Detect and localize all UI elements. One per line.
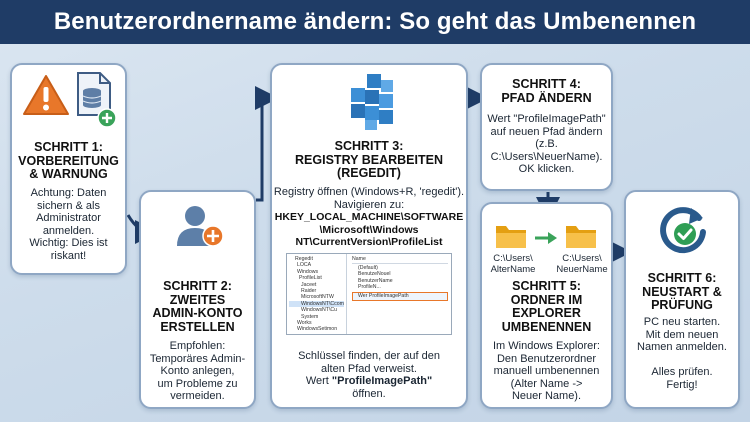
user-add-icon — [177, 206, 224, 247]
regedit-values: Name (Default) BenutzeNouel BenutzerName… — [349, 254, 451, 334]
step-3-value-name: "ProfileImagePath" — [331, 375, 433, 388]
regedit-tree-item[interactable]: WindowsNT\Cu — [301, 307, 338, 314]
new-folder-label: C:\Users\ NeuerName — [556, 253, 608, 275]
step-1-title: SCHRITT 1: VORBEREITUNG & WARNUNG — [18, 140, 119, 181]
database-icon — [77, 72, 111, 116]
step-6-card: SCHRITT 6: NEUSTART & PRÜFUNG PC neu sta… — [624, 190, 740, 409]
folder-icon — [566, 226, 596, 248]
regedit-value-row[interactable]: BenutzerName — [358, 277, 393, 284]
regedit-tree-item[interactable]: MicrosoftNTW — [301, 294, 334, 301]
step-3-end-text: öffnen. — [352, 387, 386, 400]
regedit-tree-item[interactable]: Raider — [301, 288, 317, 295]
step-6-title: SCHRITT 6: NEUSTART & PRÜFUNG — [642, 271, 722, 312]
step-4-card: SCHRITT 4: PFAD ÄNDERN Wert "ProfileImag… — [480, 63, 613, 191]
step-1-description: Achtung: Daten sichern & als Administrat… — [29, 187, 108, 262]
step-5-title: SCHRITT 5: ORDNER IM EXPLORER UMBENENNEN — [501, 279, 592, 334]
step-3-registry-path: HKEY_LOCAL_MACHINE\SOFTWARE \Microsoft\W… — [274, 211, 464, 249]
step-3-card: SCHRITT 3: REGISTRY BEARBEITEN (REGEDIT)… — [270, 63, 468, 409]
step-3-intro: Registry öffnen (Windows+R, 'regedit'). … — [273, 186, 465, 211]
restart-check-icon — [660, 207, 706, 254]
regedit-tree-item[interactable]: Jaceet — [301, 281, 317, 288]
add-icon — [97, 108, 117, 128]
step-3-title: SCHRITT 3: REGISTRY BEARBEITEN (REGEDIT) — [295, 139, 443, 180]
regedit-window: Regedit LOCA Windows ProfileList Jaceet … — [286, 253, 452, 335]
step-5-description: Im Windows Explorer: Den Benutzerordner … — [493, 340, 600, 403]
arrow-step2-to-step3 — [255, 86, 279, 202]
old-folder-label: C:\Users\ AlterName — [490, 253, 536, 275]
regedit-tree-item[interactable]: Regedit — [295, 256, 313, 262]
warning-icon — [23, 75, 69, 115]
step-2-title: SCHRITT 2: ZWEITES ADMIN-KONTO ERSTELLEN — [152, 279, 243, 334]
regedit-tree-item[interactable]: Windows — [297, 268, 319, 275]
regedit-tree-item[interactable]: WindowsNT\Ccom — [289, 300, 344, 308]
regedit-value-row[interactable]: BenutzeNouel — [358, 271, 391, 278]
step-4-title: SCHRITT 4: PFAD ÄNDERN — [501, 77, 592, 105]
step-5-card: C:\Users\ AlterName C:\Users\ NeuerName … — [480, 202, 613, 409]
regedit-value-row[interactable]: (Default) — [358, 264, 378, 271]
step-6-description: PC neu starten. Mit dem neuen Namen anme… — [637, 316, 727, 391]
registry-cubes-icon — [351, 74, 393, 130]
regedit-value-row-selected[interactable]: Wer ProfileImagePath — [352, 291, 448, 301]
step-1-card: SCHRITT 1: VORBEREITUNG & WARNUNG Achtun… — [10, 63, 127, 275]
arrow-right-icon — [535, 232, 557, 244]
folder-icon — [496, 226, 526, 248]
regedit-tree-item[interactable]: WindowsSetimon — [297, 326, 338, 333]
step-2-description: Empfohlen: Temporäres Admin- Konto anleg… — [149, 340, 246, 403]
regedit-tree-item[interactable]: System — [301, 313, 319, 320]
regedit-tree-item[interactable]: ProfileList — [299, 275, 322, 282]
step-3-after: Schlüssel finden, der auf den alten Pfad… — [272, 350, 466, 400]
step-3-after-text: Schlüssel finden, der auf den alten Pfad… — [298, 350, 440, 388]
regedit-tree-item[interactable]: LOCA — [297, 262, 312, 269]
step-4-description: Wert "ProfileImagePath" auf neuen Pfad ä… — [487, 113, 606, 176]
step-2-card: SCHRITT 2: ZWEITES ADMIN-KONTO ERSTELLEN… — [139, 190, 256, 409]
regedit-values-header: Name — [352, 256, 448, 264]
regedit-tree-item[interactable]: Works — [297, 320, 312, 327]
regedit-value-row[interactable]: ProfileN... — [358, 284, 381, 291]
page-title: Benutzerordnername ändern: So geht das U… — [0, 0, 750, 44]
regedit-tree: Regedit LOCA Windows ProfileList Jaceet … — [287, 254, 347, 334]
